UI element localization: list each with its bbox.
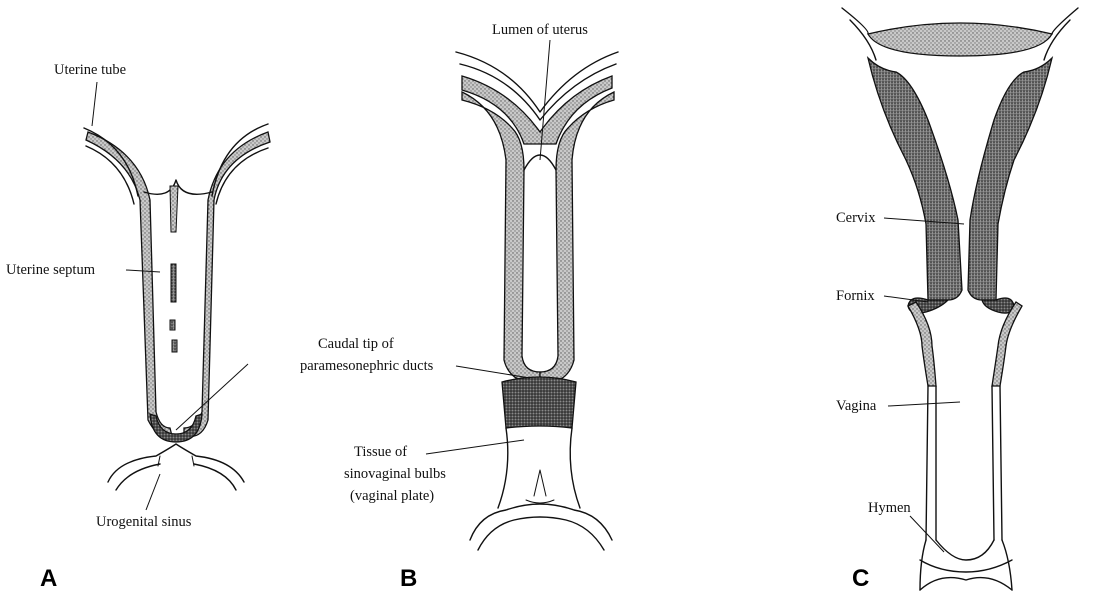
label-tissue-line3: (vaginal plate) <box>350 488 434 504</box>
panel-a-septum-fragment <box>172 340 177 352</box>
label-tissue-line1: Tissue of <box>354 444 407 460</box>
label-fornix: Fornix <box>836 288 875 304</box>
label-uterine-septum: Uterine septum <box>6 262 96 278</box>
panel-a-septum-fill <box>170 186 178 232</box>
leader-hymen <box>910 516 944 552</box>
label-cervix: Cervix <box>836 210 876 226</box>
panel-letter-c: C <box>852 565 869 591</box>
panel-letter-a: A <box>40 565 57 591</box>
panel-a-septum-fragment <box>171 264 176 302</box>
panel-c-left-wall <box>868 58 962 300</box>
panel-a-left-wall <box>86 132 172 437</box>
label-tissue-line2: sinovaginal bulbs <box>344 466 446 482</box>
panel-c-fornix-right <box>982 298 1014 313</box>
label-hymen: Hymen <box>868 500 911 516</box>
leader-caudal-a <box>176 364 248 430</box>
panel-b: Lumen of uterus Caudal tip of paramesone… <box>300 22 618 591</box>
label-caudal-tip-line1: Caudal tip of <box>318 336 394 352</box>
panel-a-structure <box>84 124 270 490</box>
label-lumen-of-uterus: Lumen of uterus <box>492 22 588 38</box>
leader-tissue <box>426 440 524 454</box>
label-urogenital-sinus: Urogenital sinus <box>96 514 192 530</box>
leader-uterine-tube <box>92 82 97 126</box>
label-caudal-tip-line2: paramesonephric ducts <box>300 358 434 374</box>
label-vagina: Vagina <box>836 398 877 414</box>
panel-c: Cervix Fornix Vagina Hymen C <box>836 8 1078 591</box>
panel-c-vagina-left-wall <box>908 302 936 386</box>
panel-b-caudal-tip-block <box>502 377 576 428</box>
panel-a-septum-fragment <box>170 320 175 330</box>
label-uterine-tube: Uterine tube <box>54 62 126 78</box>
panel-c-right-wall <box>968 58 1052 300</box>
panel-b-structure <box>456 52 618 550</box>
leader-urogenital-sinus <box>146 474 160 510</box>
panel-a: Uterine tube Uterine septum Urogenital s… <box>6 62 270 591</box>
panel-c-vagina-right-wall <box>992 302 1022 386</box>
leader-vagina <box>888 402 960 406</box>
panel-c-fundus <box>868 23 1052 56</box>
panel-letter-b: B <box>400 565 417 591</box>
